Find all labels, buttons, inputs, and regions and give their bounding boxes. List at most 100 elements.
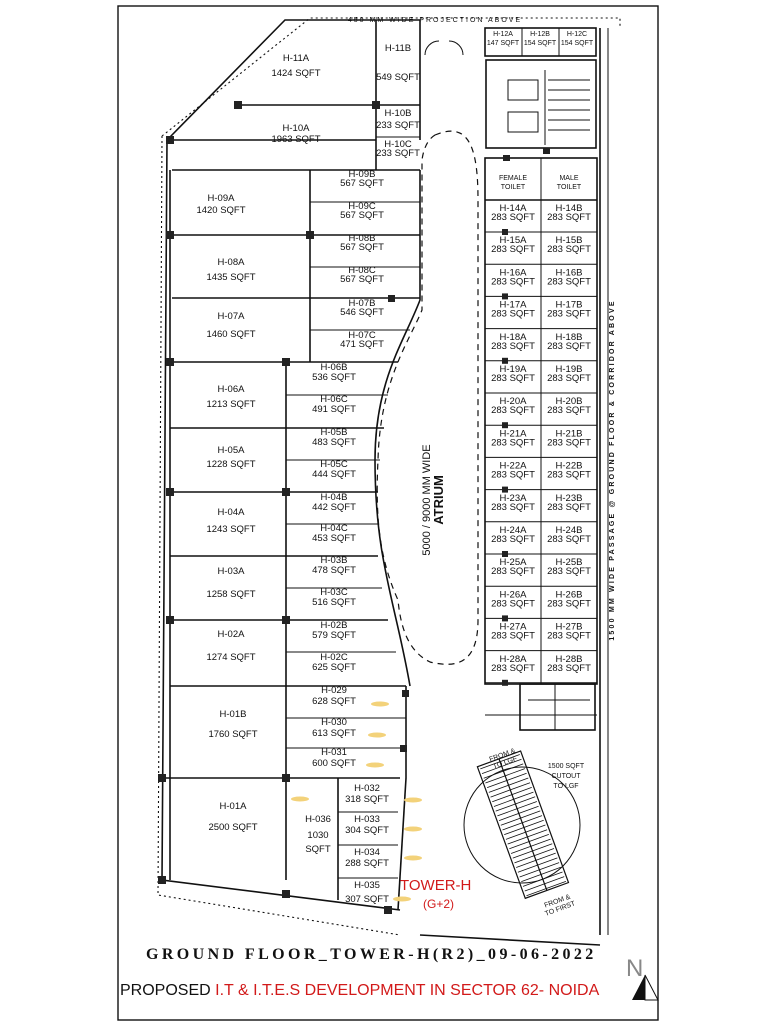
- unit-id-h-033: H-033: [354, 814, 380, 825]
- unit-id-h-15a: H-15A: [500, 235, 528, 246]
- unit-id-h-22b: H-22B: [556, 461, 583, 472]
- h12-block: [484, 27, 597, 57]
- unit-id-h-08c: H-08C: [348, 265, 376, 276]
- unit-id-h-034: H-034: [354, 847, 380, 858]
- unit-id-h-23b: H-23B: [556, 493, 583, 504]
- unit-id-h-26a: H-26A: [500, 589, 528, 600]
- unit-area-h-032: 318 SQFT: [345, 794, 389, 805]
- unit-area-h-05c: 444 SQFT: [312, 469, 356, 480]
- projection-note: 450 MM WIDE PROJECTION ABOVE: [348, 17, 522, 24]
- unit-id-h-02a: H-02A: [218, 629, 246, 640]
- unit-id-h-28a: H-28A: [500, 654, 528, 665]
- structural-columns: [158, 101, 409, 914]
- unit-id-h-09b: H-09B: [349, 169, 376, 180]
- unit-area-h-12b: 154 SQFT: [524, 40, 557, 47]
- unit-id-h-09a: H-09A: [208, 193, 236, 204]
- unit-id-h-05a: H-05A: [218, 445, 246, 456]
- unit-area-h-19b: 283 SQFT: [547, 373, 591, 384]
- unit-id-h-07b: H-07B: [349, 298, 376, 309]
- unit-id-h-06b: H-06B: [321, 362, 348, 373]
- unit-id-h-21b: H-21B: [556, 428, 583, 439]
- unit-area-h-16a: 283 SQFT: [491, 276, 535, 287]
- unit-area-h-11a: 1424 SQFT: [271, 68, 320, 79]
- unit-area-h-029: 628 SQFT: [312, 696, 356, 707]
- unit-area-h-036: 1030: [307, 830, 328, 841]
- unit-area-h-05a: 1228 SQFT: [206, 459, 255, 470]
- unit-id-h-08b: H-08B: [349, 233, 376, 244]
- subtitle-text: I.T & I.T.E.S DEVELOPMENT IN SECTOR 62- …: [215, 982, 600, 999]
- unit-area-h-03b: 478 SQFT: [312, 565, 356, 576]
- drawing-title: GROUND FLOOR_TOWER-H(R2)_09-06-2022: [146, 946, 597, 963]
- unit-area-h-25b: 283 SQFT: [547, 566, 591, 577]
- unit-area-h-033: 304 SQFT: [345, 825, 389, 836]
- unit-area-h-03a: 1258 SQFT: [206, 589, 255, 600]
- unit-area-h-14b: 283 SQFT: [547, 212, 591, 223]
- tower-floors: (G+2): [423, 897, 455, 911]
- escalator: [476, 750, 570, 900]
- lower-stair-core: [519, 683, 596, 731]
- unit-area-h-02c: 625 SQFT: [312, 662, 356, 673]
- north-label: N: [626, 955, 644, 982]
- unit-area-h-03c: 516 SQFT: [312, 597, 356, 608]
- unit-id-h-14a: H-14A: [500, 203, 528, 214]
- tower-name: TOWER-H: [400, 877, 472, 894]
- unit-area-h-24b: 283 SQFT: [547, 534, 591, 545]
- unit-id-h-06c: H-06C: [320, 394, 348, 405]
- unit-area-h-05b: 483 SQFT: [312, 437, 356, 448]
- unit-id-h-12c: H-12C: [567, 31, 587, 38]
- unit-area-h-25a: 283 SQFT: [491, 566, 535, 577]
- unit-id-h-23a: H-23A: [500, 493, 528, 504]
- unit-area-h-11b: 549 SQFT: [376, 72, 420, 83]
- unit-area-h-16b: 283 SQFT: [547, 276, 591, 287]
- unit-id-h-11b: H-11B: [385, 43, 411, 54]
- unit-area-h-035: 307 SQFT: [345, 894, 389, 905]
- unit-id-h-04c: H-04C: [320, 523, 348, 534]
- unit-id-h-09c: H-09C: [348, 201, 376, 212]
- stair-core: [485, 59, 597, 149]
- unit-id-h-04a: H-04A: [218, 507, 246, 518]
- north-arrow-icon: [632, 974, 659, 1001]
- unit-id-h-27b: H-27B: [556, 622, 583, 633]
- unit-id-h-08a: H-08A: [218, 257, 246, 268]
- unit-area-h-09a: 1420 SQFT: [196, 205, 245, 216]
- unit-area-h-10c: 233 SQFT: [376, 148, 420, 159]
- unit-id-h-06a: H-06A: [218, 384, 246, 395]
- cutout-note-3: TO LGF: [553, 783, 578, 790]
- atrium-label: ATRIUM: [431, 475, 446, 525]
- unit-area-h-28a: 283 SQFT: [491, 663, 535, 674]
- unit-id-h-10b: H-10B: [385, 108, 412, 119]
- unit-area-h-034: 288 SQFT: [345, 858, 389, 869]
- unit-id-h-18b: H-18B: [556, 332, 583, 343]
- unit-id-h-16a: H-16A: [500, 267, 528, 278]
- unit-id-h-22a: H-22A: [500, 461, 528, 472]
- unit-id-h-24b: H-24B: [556, 525, 583, 536]
- unit-id-h-11a: H-11A: [283, 53, 310, 64]
- female-toilet-label-1: FEMALE: [499, 175, 527, 182]
- passage-note: 1500 MM WIDE PASSAGE @ GROUND FLOOR & CO…: [609, 299, 616, 640]
- unit-area-h-23a: 283 SQFT: [491, 502, 535, 513]
- unit-area-h-01b: 1760 SQFT: [208, 729, 257, 740]
- unit-id-h-036: H-036: [305, 814, 331, 825]
- unit-id-h-02c: H-02C: [320, 652, 348, 663]
- unit-area-h-18a: 283 SQFT: [491, 341, 535, 352]
- unit-id-h-05c: H-05C: [320, 459, 348, 470]
- unit-id-h-21a: H-21A: [500, 428, 528, 439]
- unit-area-h-09c: 567 SQFT: [340, 210, 384, 221]
- unit-area-h-21a: 283 SQFT: [491, 437, 535, 448]
- unit-id-h-02b: H-02B: [321, 620, 348, 631]
- subtitle-prefix: PROPOSED: [120, 982, 211, 999]
- unit-area-h-21b: 283 SQFT: [547, 437, 591, 448]
- unit-id-h-24a: H-24A: [500, 525, 528, 536]
- unit-id-h-20a: H-20A: [500, 396, 528, 407]
- unit-id-h-01a: H-01A: [220, 801, 248, 812]
- atrium-outline: [376, 130, 479, 665]
- unit-area-h-22b: 283 SQFT: [547, 470, 591, 481]
- unit-id-h-03c: H-03C: [320, 587, 348, 598]
- unit-area-h-07c: 471 SQFT: [340, 339, 384, 350]
- unit-area-h-20b: 283 SQFT: [547, 405, 591, 416]
- male-toilet-label-1: MALE: [559, 175, 578, 182]
- project-subtitle: PROPOSED I.T & I.T.E.S DEVELOPMENT IN SE…: [120, 982, 599, 1000]
- unit-id-h-17a: H-17A: [500, 300, 528, 311]
- unit-area-h-15b: 283 SQFT: [547, 244, 591, 255]
- unit-id-h-25a: H-25A: [500, 557, 528, 568]
